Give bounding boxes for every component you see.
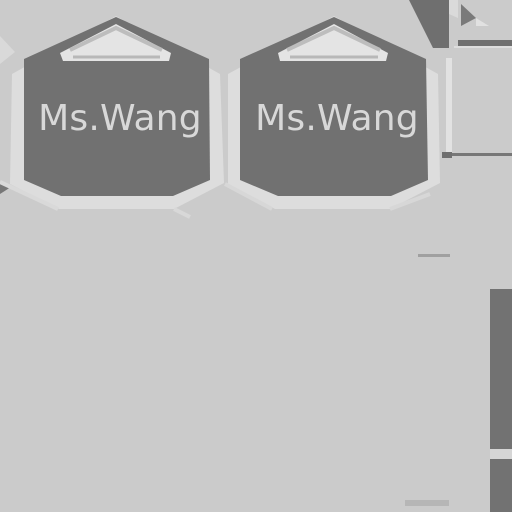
- badge-name-right: Ms.Wang: [255, 98, 419, 139]
- right-badge-shape: [240, 17, 428, 196]
- left-badge-shape: [24, 17, 210, 196]
- badge-name-left: Ms.Wang: [38, 98, 202, 139]
